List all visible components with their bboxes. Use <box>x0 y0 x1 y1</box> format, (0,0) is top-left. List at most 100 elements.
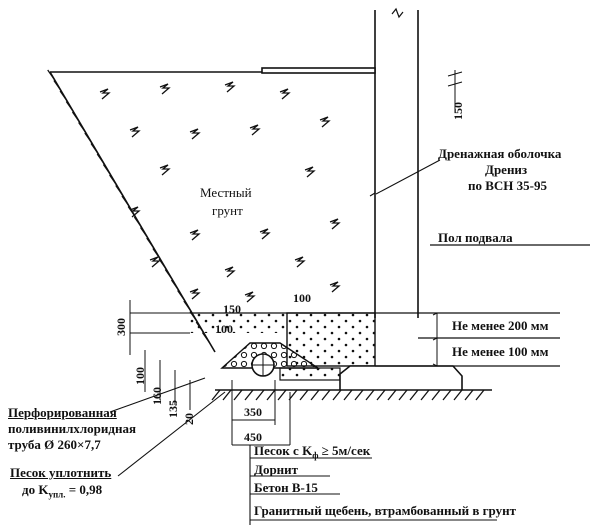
ground-hatch <box>266 389 276 401</box>
soil-mark <box>329 218 341 230</box>
basement-floor-label: Пол подвала <box>438 230 513 245</box>
sand-fill <box>286 312 376 367</box>
ground-hatch <box>442 389 452 401</box>
drainiz-label: Дрениз <box>485 162 528 177</box>
ground-hatch <box>288 389 298 401</box>
dim-100-top: 100 <box>293 291 311 305</box>
legend-granite: Гранитный щебень, втрамбованный в грунт <box>254 503 516 518</box>
sand-compact-value: до Kупл. = 0,98 <box>22 482 103 500</box>
ground-hatch <box>321 389 331 401</box>
dim-top-150: 150 <box>451 102 465 120</box>
slope-hatch <box>47 69 56 81</box>
slope-hatch <box>71 111 80 123</box>
ground-hatch <box>431 389 441 401</box>
ground-hatch <box>453 389 463 401</box>
ground-hatch <box>299 389 309 401</box>
slope-hatch <box>65 101 74 112</box>
membrane-label: Дренажная оболочка <box>438 146 562 161</box>
soil-mark <box>149 256 161 268</box>
slope-hatch <box>84 132 93 144</box>
slope-hatch <box>152 248 161 259</box>
slope-hatch <box>53 80 62 91</box>
ground-hatch <box>354 389 364 401</box>
pipe-label-2: поливинилхлоридная <box>8 421 137 436</box>
slope-hatch <box>96 153 105 165</box>
soil-mark <box>189 288 201 300</box>
soil-label-1: Местный <box>200 185 252 200</box>
soil-mark <box>279 88 291 100</box>
pipe-label-1: Перфорированная <box>8 405 117 420</box>
slope-hatch <box>121 195 130 207</box>
ground-hatch <box>464 389 474 401</box>
ground-hatch <box>277 389 287 401</box>
soil-mark <box>224 266 236 278</box>
soil-mark <box>159 164 171 176</box>
soil-label-2: грунт <box>212 203 243 218</box>
legend-concrete: Бетон В-15 <box>254 480 318 495</box>
ground-hatch <box>343 389 353 401</box>
dim-100-left: 100 <box>133 367 147 385</box>
footing <box>339 365 463 390</box>
min-100-label: Не менее 100 мм <box>452 344 549 359</box>
slope-hatch <box>115 185 124 196</box>
foundation-wall <box>374 10 419 318</box>
soil-mark <box>159 83 171 95</box>
min-200-label: Не менее 200 мм <box>452 318 549 333</box>
soil-mark <box>244 291 256 303</box>
soil-mark <box>129 126 141 138</box>
slope-hatch <box>90 143 99 154</box>
dim-350: 350 <box>244 405 262 419</box>
sand-compact-label: Песок уплотнить <box>10 465 112 480</box>
slope-hatch <box>183 300 192 312</box>
soil-mark <box>129 206 141 218</box>
ground-hatch <box>310 389 320 401</box>
standard-label: по ВСН 35-95 <box>468 178 547 193</box>
slope-hatch <box>102 164 111 175</box>
slope-hatch <box>189 311 198 322</box>
ground-hatch <box>376 389 386 401</box>
dim-135: 135 <box>166 400 180 418</box>
soil-mark <box>189 128 201 140</box>
ground-hatch <box>233 389 243 401</box>
slope-hatch <box>139 227 149 238</box>
ground-hatch <box>255 389 265 401</box>
slope-hatch <box>133 216 142 228</box>
soil-mark <box>329 281 341 293</box>
dim-150: 150 <box>223 302 241 316</box>
slope-hatch <box>78 122 87 133</box>
slope-hatch <box>164 269 173 280</box>
slope-hatch <box>59 90 68 102</box>
dim-160: 160 <box>150 387 164 405</box>
dim-300: 300 <box>114 318 128 336</box>
ground-hatch <box>222 389 232 401</box>
slope-hatch <box>146 237 155 249</box>
slope-hatch <box>170 279 179 291</box>
slope-hatch <box>201 332 210 343</box>
soil-mark <box>189 229 201 241</box>
dim-20: 20 <box>182 413 196 425</box>
ground-hatch <box>409 389 419 401</box>
ground-hatch <box>211 389 221 401</box>
ground-hatch <box>475 389 485 401</box>
legend-dornit: Дорнит <box>254 462 299 477</box>
dim-450: 450 <box>244 430 262 444</box>
soil-mark <box>249 124 261 136</box>
ground-hatch <box>398 389 408 401</box>
soil-mark <box>319 116 331 128</box>
soil-mark <box>259 228 271 240</box>
ground-hatch <box>420 389 430 401</box>
slope-hatch <box>195 321 204 333</box>
slope-hatch <box>109 174 118 186</box>
pipe-label-3: труба Ø 260×7,7 <box>8 437 101 452</box>
soil-mark <box>304 166 316 178</box>
ground-hatch <box>387 389 397 401</box>
soil-mark <box>294 256 306 268</box>
dim-100-mid: 100 <box>215 322 233 336</box>
slope-hatch <box>177 290 186 301</box>
soil-mark <box>224 81 236 93</box>
soil-mark <box>99 88 111 100</box>
ground-hatch <box>332 389 342 401</box>
ground-hatch <box>365 389 375 401</box>
